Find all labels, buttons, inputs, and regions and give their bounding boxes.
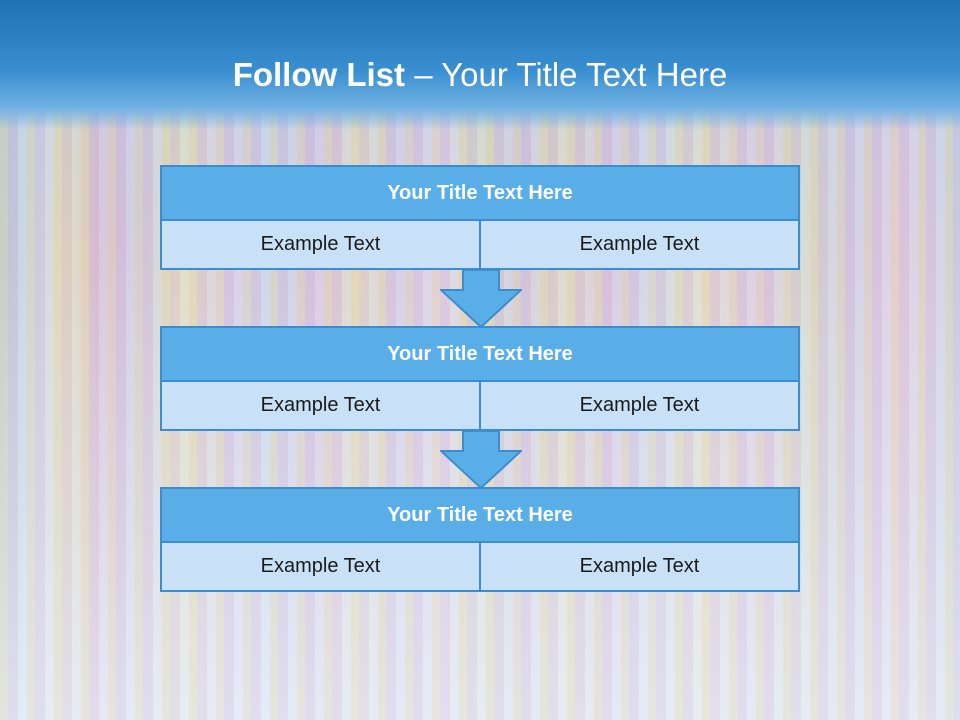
block-title: Your Title Text Here bbox=[160, 165, 800, 221]
block-title: Your Title Text Here bbox=[160, 326, 800, 382]
arrow-down-icon bbox=[440, 270, 522, 328]
block-row: Example Text Example Text bbox=[160, 221, 800, 270]
block-cell-right: Example Text bbox=[481, 543, 800, 592]
block-row: Example Text Example Text bbox=[160, 382, 800, 431]
list-block-3: Your Title Text Here Example Text Exampl… bbox=[160, 487, 800, 592]
slide-title: Follow List – Your Title Text Here bbox=[0, 56, 960, 94]
title-separator: – bbox=[414, 56, 433, 93]
block-row: Example Text Example Text bbox=[160, 543, 800, 592]
list-block-2: Your Title Text Here Example Text Exampl… bbox=[160, 326, 800, 431]
block-cell-left: Example Text bbox=[160, 221, 481, 270]
block-cell-left: Example Text bbox=[160, 382, 481, 431]
block-cell-right: Example Text bbox=[481, 382, 800, 431]
title-bold: Follow List bbox=[232, 56, 406, 93]
block-cell-left: Example Text bbox=[160, 543, 481, 592]
arrow-down-icon bbox=[440, 431, 522, 489]
list-block-1: Your Title Text Here Example Text Exampl… bbox=[160, 165, 800, 270]
title-rest: Your Title Text Here bbox=[441, 56, 728, 93]
block-cell-right: Example Text bbox=[481, 221, 800, 270]
header-band bbox=[0, 0, 960, 130]
block-title: Your Title Text Here bbox=[160, 487, 800, 543]
